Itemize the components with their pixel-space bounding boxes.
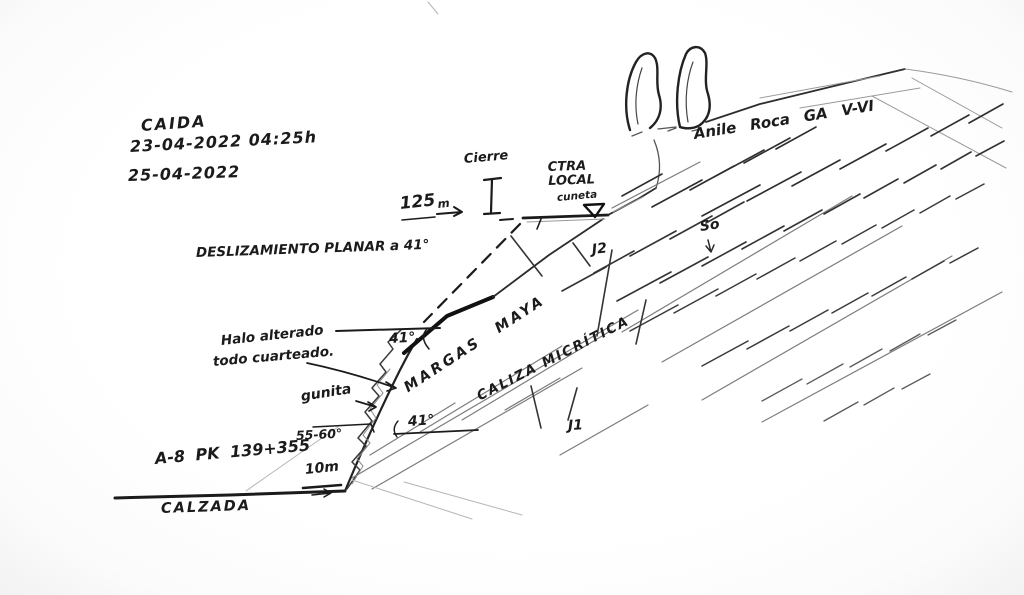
boulder-left <box>625 52 662 132</box>
crest-marks <box>631 126 701 137</box>
joint-strokes <box>510 235 647 429</box>
ditch-triangle-icon <box>582 202 606 219</box>
dashed-slide-surface <box>422 222 522 324</box>
angle-mid-arc <box>422 328 430 350</box>
height-value: 125 <box>398 190 437 214</box>
shotcrete-arrow <box>355 400 377 412</box>
road-tick <box>536 218 542 230</box>
failure-plane-upper <box>492 218 604 298</box>
scale-bar-label: 10m <box>304 458 340 478</box>
pencil-faint-lines <box>245 1 523 520</box>
joint-j1-label: J1 <box>567 417 584 434</box>
scale-bar-arrow <box>311 488 332 498</box>
halo-leader-arrow <box>306 362 397 392</box>
crest-rise <box>653 139 661 189</box>
height-unit: m <box>436 195 451 212</box>
upper-road-shadow <box>526 218 606 223</box>
bedding-so-label: So <box>698 216 721 235</box>
scale-bar-underline <box>301 483 343 490</box>
boulder-left-inner <box>635 67 643 125</box>
angle-mid-label: 41° <box>388 329 416 347</box>
dash-at-road <box>499 218 514 221</box>
crest-line-double <box>612 196 644 213</box>
angle-low-line <box>393 429 479 435</box>
roadway-label: CALZADA <box>160 497 252 517</box>
dimension-underline <box>401 216 436 221</box>
dimension-arrow <box>436 206 463 217</box>
slope-face-line <box>343 337 419 493</box>
closure-ibar-icon <box>482 176 503 216</box>
bedding-strokes-mid <box>561 140 1005 302</box>
failure-plane-thick <box>402 295 495 355</box>
bedding-lines-long <box>351 161 1003 490</box>
joint-j2-label: J2 <box>591 240 608 258</box>
boulder-right-inner <box>685 61 694 123</box>
angle-mid-line <box>335 327 441 332</box>
angle-low-arc <box>393 420 399 438</box>
bedding-strokes-upper <box>621 103 1004 217</box>
bedding-strokes-bottom <box>761 319 957 422</box>
boulder-right <box>675 45 711 130</box>
bedding-so-arrow <box>705 239 715 253</box>
angle-5560-line <box>312 423 375 433</box>
upper-road-label: CTRA LOCAL <box>547 159 596 189</box>
lower-road-line <box>113 489 347 500</box>
shotcrete-scribble-2 <box>351 368 391 485</box>
bedding-strokes-lower <box>629 183 985 367</box>
upper-road-label-line2: LOCAL <box>547 172 596 189</box>
angle-low-label: 41° <box>407 412 435 430</box>
